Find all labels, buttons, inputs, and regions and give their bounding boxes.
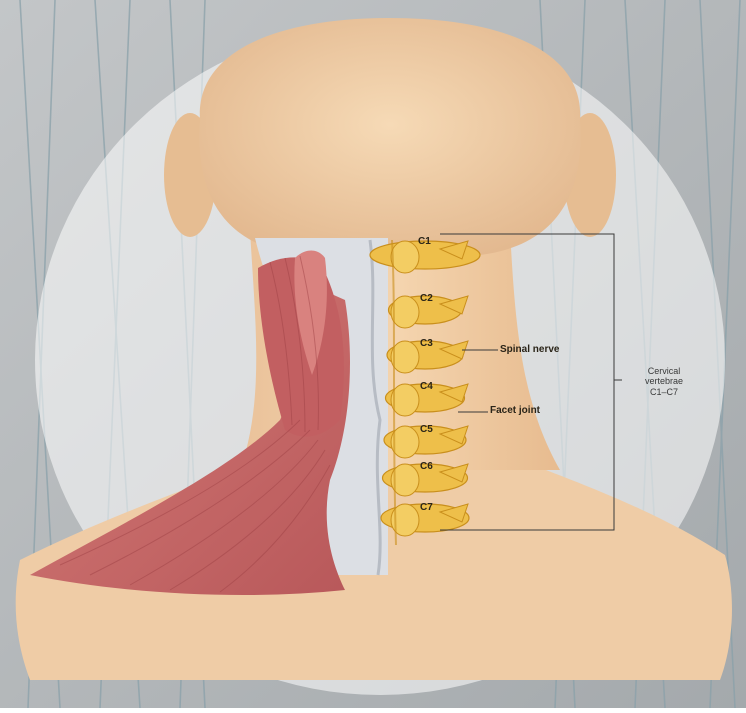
head [199,18,580,255]
vertebra-label-c7: C7 [420,503,433,513]
cervical-vertebrae-label-line3: C1–C7 [626,387,702,397]
cervical-vertebrae-label-line1: Cervical [626,366,702,376]
cervical-vertebrae-label-line2: vertebrae [626,376,702,386]
vertebra-label-c3: C3 [420,339,433,349]
spinal-nerve-label: Spinal nerve [500,345,559,355]
vertebra-label-c2: C2 [420,294,433,304]
vertebra-label-c5: C5 [420,425,433,435]
vertebra-label-c4: C4 [420,382,433,392]
cervical-vertebrae-label: Cervical vertebrae C1–C7 [626,366,702,397]
facet-joint-label: Facet joint [490,406,540,416]
vertebra-label-c6: C6 [420,462,433,472]
vertebra-label-c1: C1 [418,237,431,247]
